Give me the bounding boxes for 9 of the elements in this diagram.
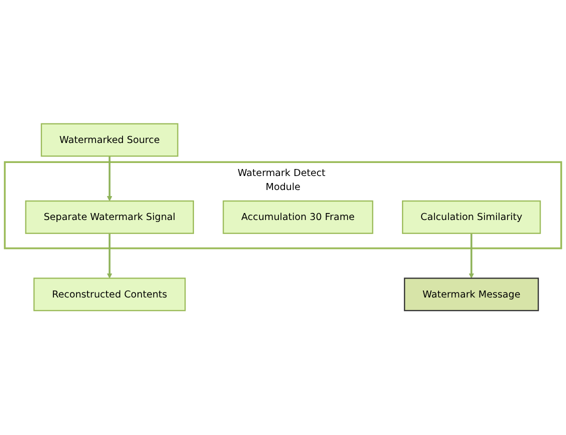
node-box: Calculation Similarity <box>402 200 541 234</box>
node-box: Watermarked Source <box>40 124 178 158</box>
arrow <box>106 156 112 202</box>
arrow <box>468 234 474 279</box>
node-box: Reconstructed Contents <box>33 278 186 312</box>
node-box: Separate Watermark Signal <box>25 200 194 234</box>
node-box: Watermark Message <box>404 278 539 312</box>
arrow <box>106 234 112 279</box>
node-box: Accumulation 30 Frame <box>222 200 374 234</box>
